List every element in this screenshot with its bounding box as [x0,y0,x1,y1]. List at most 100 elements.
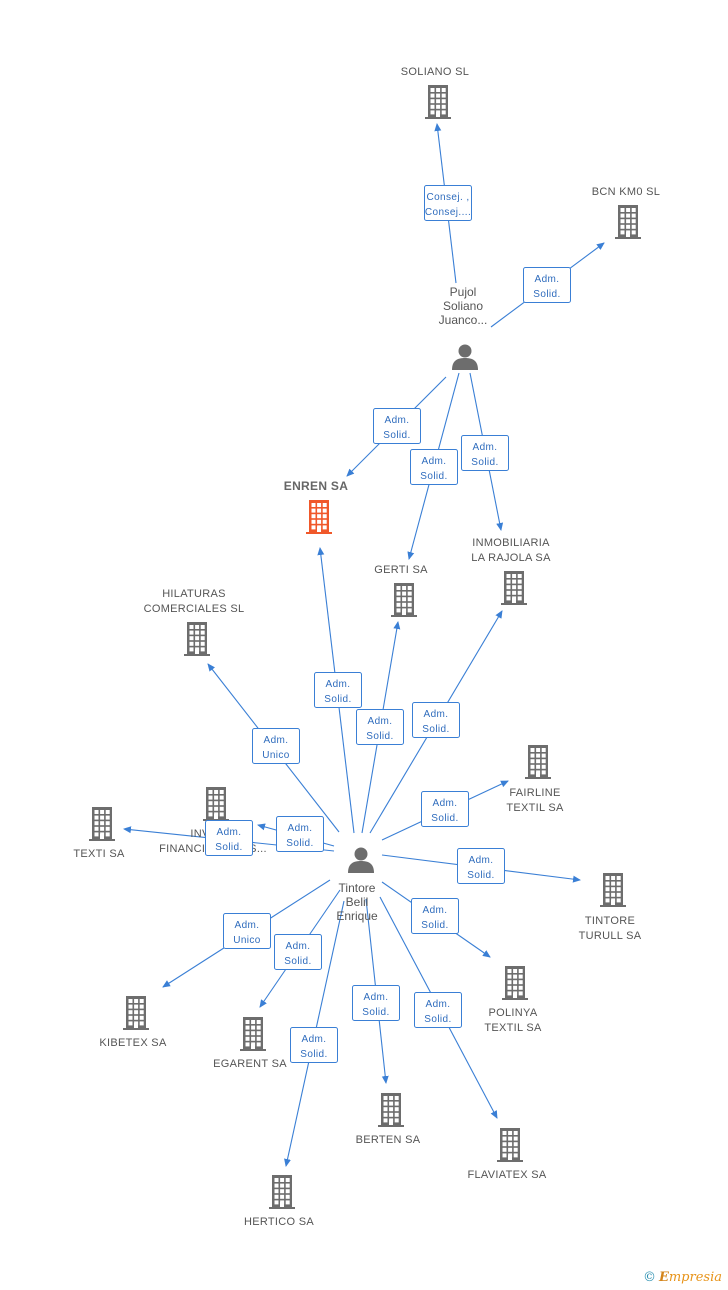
company-node-hertico[interactable]: HERTICO SA [244,1175,314,1228]
person-node-pujol[interactable]: PujolSolianoJuanco... [439,285,488,370]
nodes-layer: SOLIANO SL BCN KM0 SL ENREN SA GERTI SA INMO… [73,66,660,1228]
person-label: Tintore [339,881,376,895]
company-node-soliano[interactable]: SOLIANO SL [401,66,469,119]
company-label: POLINYA [489,1007,538,1019]
company-label: KIBETEX SA [99,1037,167,1049]
edge-label-text: Solid. [366,731,393,742]
edge-label-text: Solid. [215,842,242,853]
company-label: GERTI SA [374,564,428,576]
brand-initial: E [658,1270,669,1285]
company-node-berten[interactable]: BERTEN SA [356,1093,421,1146]
edge-label-tintore-to-flaviatex[interactable]: Adm. Solid. [414,992,462,1028]
edge-label-text: Solid. [424,1014,451,1025]
edge-label-text: Adm. [426,999,451,1010]
edge-label-text: Solid. [533,289,560,300]
building-icon [123,996,149,1030]
company-label: LA RAJOLA SA [471,552,551,564]
edge-label-pujol-to-enren[interactable]: Adm.Solid. [373,408,421,444]
company-label: EGARENT SA [213,1058,287,1070]
building-icon [501,571,527,605]
person-icon [452,344,478,370]
empresia-brand[interactable]: ©Empresia [643,1270,722,1285]
building-icon [391,583,417,617]
edge-label-text: Adm. [302,1034,327,1045]
edge-label-box [412,702,460,738]
copyright-icon: © [642,1270,656,1285]
company-label: BERTEN SA [356,1134,421,1146]
company-node-tturull[interactable]: TINTORE TURULL SA [579,873,642,942]
edge-label-tintore-to-egarent[interactable]: Adm.Solid. [274,934,322,970]
company-label: TEXTIL SA [506,802,564,814]
edge-label-text: Unico [233,935,261,946]
brand-name: mpresia [668,1270,722,1285]
edge-label-box [314,672,362,708]
edge-label-tintore-to-hertico[interactable]: Adm.Solid. [290,1027,338,1063]
edge-label-text: Solid. [286,838,313,849]
company-node-gerti[interactable]: GERTI SA [374,564,428,617]
company-label: HERTICO SA [244,1216,314,1228]
company-node-polinya[interactable]: POLINYA TEXTIL SA [484,966,542,1034]
company-node-kibetex[interactable]: KIBETEX SA [99,996,167,1049]
building-icon [240,1017,266,1051]
building-icon [600,873,626,907]
company-node-texti[interactable]: TEXTI SA [73,807,125,860]
person-label: Juanco... [439,313,488,327]
edge-label-text: Solid. [284,956,311,967]
edge-label-box [411,898,459,934]
edge-label-text: Solid. [431,813,458,824]
company-node-egarent[interactable]: EGARENT SA [213,1017,287,1070]
edge-label-text: Consej.... [425,207,471,218]
edge-label-pujol-to-bcnkm0[interactable]: Adm.Solid. [523,267,571,303]
edge-label-tintore-to-texti[interactable]: Adm. Solid. [205,820,253,856]
building-icon [269,1175,295,1209]
building-icon [89,807,115,841]
company-node-bcnkm0[interactable]: BCN KM0 SL [592,186,660,239]
edge-label-box [424,185,472,221]
edge-label-box [523,267,571,303]
edge-label-tintore-to-gerti[interactable]: Adm.Solid. [356,709,404,745]
edge-label-tintore-to-rajola[interactable]: Adm.Solid. [412,702,460,738]
company-label: SOLIANO SL [401,66,469,78]
edge-label-pujol-to-soliano[interactable]: Consej. ,Consej.... [424,185,472,221]
edge-label-box [223,913,271,949]
edge-label-text: Adm. [364,992,389,1003]
company-node-enren[interactable]: ENREN SA [284,479,348,534]
edge-label-box [274,934,322,970]
edge-label-box [356,709,404,745]
company-label: TINTORE [585,915,635,927]
edge-label-tintore-to-enren[interactable]: Adm.Solid. [314,672,362,708]
person-label: Soliano [443,299,483,313]
company-node-flaviatex[interactable]: FLAVIATEX SA [468,1128,547,1181]
edge-label-text: Solid. [362,1007,389,1018]
company-label: TEXTIL SA [484,1022,542,1034]
edge-label-tintore-to-polinya[interactable]: Adm.Solid. [411,898,459,934]
edge-label-box [414,992,462,1028]
building-icon [425,85,451,119]
edge-label-text: Solid. [467,870,494,881]
edge-label-pujol-to-rajola[interactable]: Adm.Solid. [461,435,509,471]
edge-label-text: Adm. [433,798,458,809]
edge-label-box [457,848,505,884]
edge-label-tintore-to-berten[interactable]: Adm. Solid. [352,985,400,1021]
edge-label-box [352,985,400,1021]
edge-labels-layer: Consej. ,Consej.... Adm. Solid. Adm. Solid. A… [205,185,571,1063]
edge-label-pujol-to-gerti[interactable]: Adm.Solid. [410,449,458,485]
building-icon [203,787,229,821]
edge-label-box [252,728,300,764]
edge-label-tintore-to-inver[interactable]: Adm.Solid. [276,816,324,852]
building-icon [502,966,528,1000]
edge-label-tintore-to-kibetex[interactable]: Adm.Unico [223,913,271,949]
edge-label-text: Adm. [217,827,242,838]
edge-label-text: Adm. [424,709,449,720]
edge-label-tintore-to-fairline[interactable]: Adm. Solid. [421,791,469,827]
edge-label-text: Adm. [473,442,498,453]
edge-label-tintore-to-tturull[interactable]: Adm.Solid. [457,848,505,884]
edge-label-tintore-to-hilaturas[interactable]: Adm.Unico [252,728,300,764]
company-label: TURULL SA [579,930,642,942]
company-label: TEXTI SA [73,848,125,860]
